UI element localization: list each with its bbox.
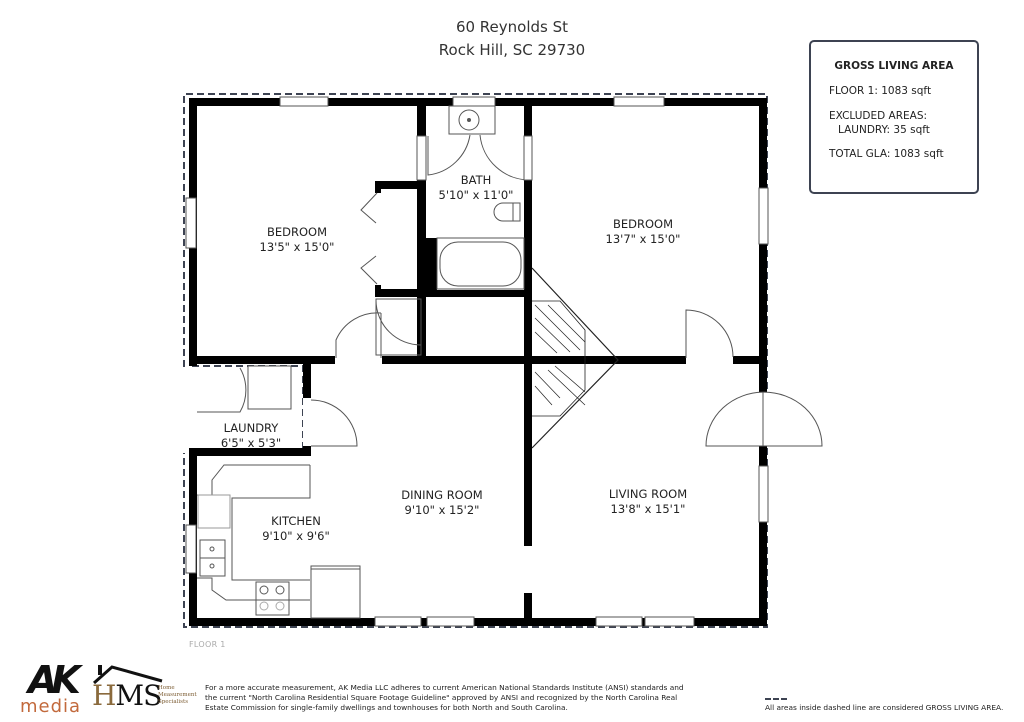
- bath-fixtures: [436, 105, 525, 290]
- gla-title: GROSS LIVING AREA: [834, 60, 954, 72]
- ak-media-text: media: [20, 696, 82, 717]
- hms-letters: HMS: [92, 679, 162, 712]
- room-name: DINING ROOM: [401, 488, 482, 502]
- room-dims: 13'5" x 15'0": [260, 240, 335, 254]
- refrigerator-icon: [310, 565, 361, 619]
- washer-icon: [247, 365, 292, 410]
- roof-icon: [93, 665, 163, 685]
- room-dims: 5'10" x 11'0": [439, 188, 514, 202]
- hms-logo: HMS Home Measurement Specialists: [90, 663, 205, 718]
- ak-letters: AK: [28, 658, 81, 702]
- room-labels: BEDROOM 13'5" x 15'0" BATH 5'10" x 11'0"…: [221, 173, 687, 543]
- room-name: LAUNDRY: [224, 421, 280, 435]
- toilet-icon: [493, 202, 521, 222]
- room-name: KITCHEN: [271, 514, 321, 528]
- room-name: BATH: [461, 173, 492, 187]
- room-name: BEDROOM: [613, 217, 673, 231]
- gla-excluded-heading: EXCLUDED AREAS:: [829, 110, 928, 122]
- legend-dashed-line: [765, 698, 787, 700]
- fireplace: [531, 267, 619, 449]
- room-dims: 9'10" x 15'2": [405, 503, 480, 517]
- hms-subtitle: Home Measurement Specialists: [158, 685, 197, 705]
- address-street: 60 Reynolds St: [455, 18, 569, 36]
- room-dims: 6'5" x 5'3": [221, 436, 281, 450]
- ak-media-logo: AK media: [16, 660, 88, 716]
- address-city: Rock Hill, SC 29730: [438, 41, 586, 59]
- room-dims: 13'8" x 15'1": [611, 502, 686, 516]
- room-dims: 9'10" x 9'6": [262, 529, 330, 543]
- closet-doors: [360, 192, 378, 285]
- bathtub-icon: [436, 237, 525, 290]
- legend-text: All areas inside dashed line are conside…: [765, 703, 1004, 712]
- gross-living-area-box: GROSS LIVING AREA FLOOR 1: 1083 sqft EXC…: [809, 40, 979, 194]
- room-name: LIVING ROOM: [609, 487, 687, 501]
- gla-floor1: FLOOR 1: 1083 sqft: [829, 85, 932, 97]
- stove-icon: [255, 581, 290, 616]
- room-dims: 13'7" x 15'0": [606, 232, 681, 246]
- kitchen-counters: [197, 464, 361, 619]
- gla-excluded-laundry: LAUNDRY: 35 sqft: [838, 124, 930, 136]
- ansi-disclaimer: For a more accurate measurement, AK Medi…: [205, 683, 684, 712]
- doors: [189, 134, 823, 447]
- room-name: BEDROOM: [267, 225, 327, 239]
- floor-label: FLOOR 1: [189, 640, 226, 649]
- gla-total: TOTAL GLA: 1083 sqft: [829, 148, 944, 160]
